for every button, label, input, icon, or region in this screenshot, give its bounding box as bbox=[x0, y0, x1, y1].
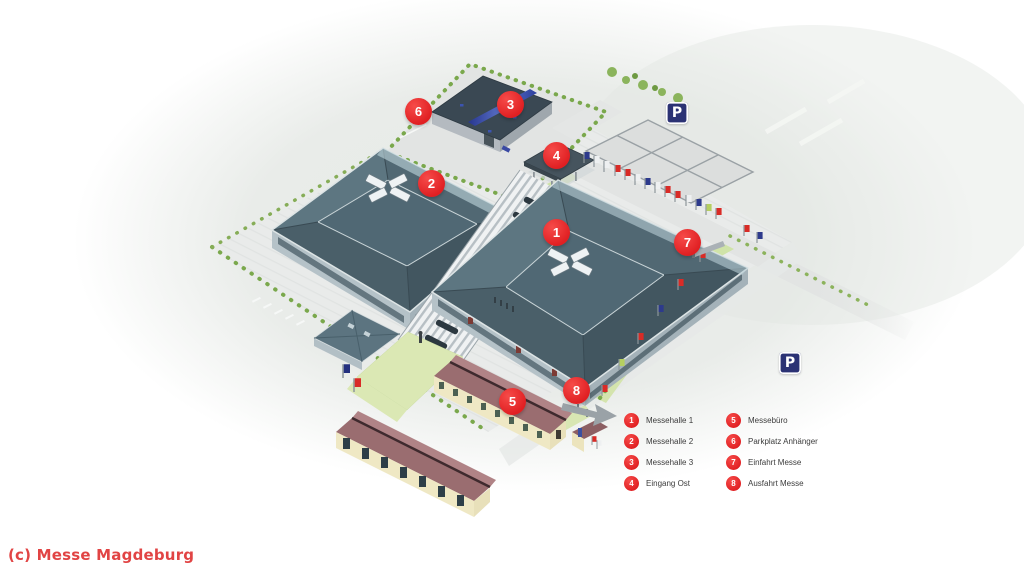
map-marker-6: 6 bbox=[405, 98, 432, 125]
legend-label-5: Messebüro bbox=[748, 416, 788, 425]
legend-label-7: Einfahrt Messe bbox=[748, 458, 802, 467]
legend-label-1: Messehalle 1 bbox=[646, 416, 694, 425]
map-marker-1: 1 bbox=[543, 219, 570, 246]
hall-1-roof-vents bbox=[547, 247, 593, 277]
legend-item-8: 8 Ausfahrt Messe bbox=[726, 476, 812, 491]
hall-2-roof-vents bbox=[365, 173, 411, 203]
legend-column-1: 1 Messehalle 1 2 Messehalle 2 3 Messehal… bbox=[624, 413, 710, 491]
legend-dot-1: 1 bbox=[624, 413, 639, 428]
exit-area bbox=[561, 403, 617, 437]
legend-item-6: 6 Parkplatz Anhänger bbox=[726, 434, 818, 449]
legend-item-7: 7 Einfahrt Messe bbox=[726, 455, 812, 470]
pavilion-building bbox=[313, 309, 401, 370]
legend-label-4: Eingang Ost bbox=[646, 479, 691, 488]
legend-column-2: 5 Messebüro 6 Parkplatz Anhänger 7 Einfa… bbox=[726, 413, 818, 491]
legend-item-1: 1 Messehalle 1 bbox=[624, 413, 710, 428]
exit-arrow-icon bbox=[561, 403, 617, 426]
hall-3-building bbox=[431, 75, 553, 153]
legend-item-5: 5 Messebüro bbox=[726, 413, 812, 428]
hall-1-building bbox=[430, 179, 750, 406]
legend-dot-4: 4 bbox=[624, 476, 639, 491]
legend-dot-6: 6 bbox=[726, 434, 741, 449]
legend-label-2: Messehalle 2 bbox=[646, 437, 694, 446]
legend-dot-3: 3 bbox=[624, 455, 639, 470]
copyright-text: (c) Messe Magdeburg bbox=[8, 546, 195, 564]
map-marker-4: 4 bbox=[543, 142, 570, 169]
legend: 1 Messehalle 1 2 Messehalle 2 3 Messehal… bbox=[624, 413, 818, 491]
legend-item-3: 3 Messehalle 3 bbox=[624, 455, 710, 470]
legend-dot-2: 2 bbox=[624, 434, 639, 449]
legend-item-2: 2 Messehalle 2 bbox=[624, 434, 710, 449]
map-marker-8: 8 bbox=[563, 377, 590, 404]
legend-dot-5: 5 bbox=[726, 413, 741, 428]
map-marker-3: 3 bbox=[497, 91, 524, 118]
legend-label-8: Ausfahrt Messe bbox=[748, 479, 804, 488]
lawn-area bbox=[347, 331, 464, 422]
legend-label-6: Parkplatz Anhänger bbox=[748, 437, 818, 446]
parking-area bbox=[584, 119, 755, 204]
legend-label-3: Messehalle 3 bbox=[646, 458, 694, 467]
map-marker-2: 2 bbox=[418, 170, 445, 197]
parking-sign-icon: P bbox=[666, 102, 688, 124]
map-marker-5: 5 bbox=[499, 388, 526, 415]
legend-dot-7: 7 bbox=[726, 455, 741, 470]
legend-dot-8: 8 bbox=[726, 476, 741, 491]
map-marker-7: 7 bbox=[674, 229, 701, 256]
parking-sign-icon: P bbox=[779, 352, 801, 374]
legend-item-4: 4 Eingang Ost bbox=[624, 476, 710, 491]
